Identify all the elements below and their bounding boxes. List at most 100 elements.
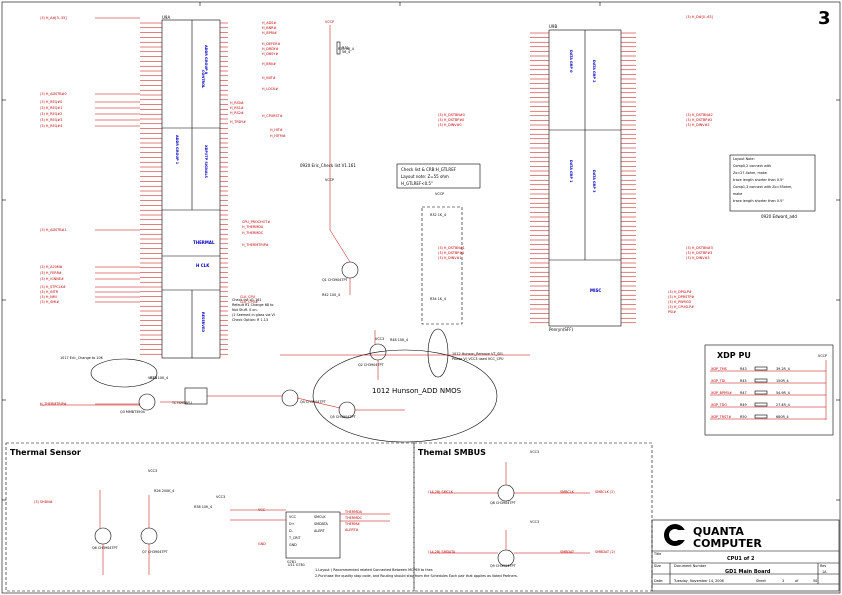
signal-label: H_LOCK# <box>262 87 278 91</box>
signal-label: H_DEFER# <box>262 42 280 46</box>
net-label-left: (3) H_INTR <box>40 290 59 294</box>
signal-label: H_ADS# <box>262 21 276 25</box>
note-eric-side: 1017 Eric_Change to 10K <box>60 356 104 360</box>
thermal-smbus-box <box>413 442 653 592</box>
smbus-label: (14,28) SMCLK <box>428 490 454 494</box>
title-label: Title <box>653 552 661 556</box>
u9b-group-data3: DATA GRP 3 <box>592 170 596 193</box>
component-label: R33 56_4 <box>338 47 354 51</box>
component-label: R34 1K_4 <box>430 297 446 301</box>
xdp-net: XDP_BPM5# <box>711 391 732 395</box>
svg-text:Document Number: Document Number <box>674 564 707 568</box>
transistor-q8 <box>497 484 515 502</box>
footnote-2: 2.Purchase the quality stop code, and Ro… <box>315 574 518 578</box>
smbus-label: (14,28) SMDATA <box>428 550 456 554</box>
company-name-2: COMPUTER <box>693 537 762 550</box>
svg-text:T_CRIT: T_CRIT <box>288 536 301 540</box>
smbus-label: SMBDAT (2) <box>595 550 616 554</box>
power-label: VCC3 <box>375 337 384 341</box>
power-label: VCCP <box>325 178 334 182</box>
svg-text:GND: GND <box>289 543 297 547</box>
net-label-right: (3) H_DSTBN#1 <box>438 246 465 250</box>
mid-note-line: 1012 Hunson_Remove VT_SEL <box>452 352 503 356</box>
signal-label: CLK_CPU <box>240 295 256 299</box>
net-label-right: (3) H_DSTBP#0 <box>438 118 464 122</box>
g781-chip <box>285 511 341 559</box>
net-label-left: (3) H_FERR# <box>40 271 62 275</box>
svg-text:Date:: Date: <box>654 579 663 583</box>
component-label: R32 1K_4 <box>430 213 446 217</box>
net-label-left: (3) H_REQ#3 <box>40 118 62 122</box>
svg-text:SMDATA: SMDATA <box>314 522 328 526</box>
net-label-right: (3) H_DSTBP#1 <box>438 251 464 255</box>
component-label: Q7 CH3904TPT <box>142 550 169 554</box>
u9b-ref: U9B <box>549 24 557 29</box>
u9b-footer: Penryn(SFF) <box>549 327 574 332</box>
u9a-group-reserved: RESERVED <box>201 312 205 332</box>
edward-note-line: trace length shorter than 0.5" <box>733 178 784 182</box>
highlight-ellipse-1 <box>90 358 158 388</box>
signal-label: H_RS1# <box>230 106 244 110</box>
note-eric-check: 0920 Eric_Check list V1.161 <box>300 163 356 168</box>
sensor-label: GND <box>258 542 266 546</box>
layout-note-line-1: Check list & CRB:H_GTLREF <box>401 167 457 172</box>
sensor-label: THERMDA <box>344 510 363 514</box>
signal-label: H_RS0# <box>230 101 244 105</box>
net-label-left: (3) H_IGNNE# <box>40 277 64 281</box>
signal-label: H_THERMDA <box>242 225 264 229</box>
component-label: Q1 CH3904TPT <box>322 278 349 282</box>
xdp-value: 150R_4 <box>776 379 789 383</box>
svg-text:Sheet: Sheet <box>756 579 766 583</box>
edward-note-box <box>729 154 816 212</box>
layout-note-line-2: Layout note: Z=55 ohm <box>401 174 449 179</box>
power-label: VCCP <box>818 354 827 358</box>
svg-text:TC7SH08FU: TC7SH08FU <box>171 401 192 405</box>
transistor-q1 <box>341 261 359 279</box>
signal-label: H_THERMTRIP# <box>242 243 269 247</box>
xdp-net: XDP_TRST# <box>711 415 731 419</box>
signal-label: H_BR0# <box>262 62 276 66</box>
u9b-group-data0: DATA GRP 0 <box>569 50 573 73</box>
highlight-ellipse-2 <box>312 349 498 443</box>
net-label-right: (3) H_DINV#3 <box>686 256 710 260</box>
component-label: Q6 CH3904TPT <box>92 546 119 550</box>
u9a-group-xdp: XDP/ITP SIGNALS <box>204 145 208 179</box>
net-label-left: (3) H_A#[3..35] <box>40 16 67 20</box>
xdp-value: 54.9R_4 <box>776 391 790 395</box>
power-label: VCC3 <box>148 469 157 473</box>
svg-text:56_4: 56_4 <box>342 50 350 54</box>
svg-text:Size: Size <box>654 564 661 568</box>
component-label: Q8 CH3904TPT <box>490 501 517 505</box>
xdp-value: 27.4R_4 <box>776 403 790 407</box>
xdp-ref: R45 <box>740 379 747 383</box>
u9b-group-misc: MISC <box>590 288 601 293</box>
smbus-label: SMBCLK (2) <box>595 490 615 494</box>
eric-note-line: (2 Seemed in glass via VI <box>232 313 275 317</box>
u9a-group-addr0: ADDR GROUP 0 <box>204 45 208 75</box>
svg-text:VCCP: VCCP <box>325 20 334 24</box>
company-name: QUANTA <box>693 525 744 538</box>
gtlref-box <box>421 206 463 325</box>
net-label-left: (3) H_ADSTB#1 <box>40 228 67 232</box>
net-label-left: H_THERMTRIP# <box>40 402 67 406</box>
svg-text:Rev: Rev <box>820 564 826 568</box>
net-label-right: (3) H_D#[0..63] <box>686 15 714 19</box>
signal-label: CLK_CPU# <box>240 300 258 304</box>
power-label: VCC3 <box>530 450 539 454</box>
layout-note-line-3: H_GTLREF<0.5" <box>401 181 433 186</box>
u9a-group-control: CONTROL <box>201 70 205 89</box>
note-edward-add: 0920 Edward_add <box>761 214 797 219</box>
component-label: R26 200K_4 <box>154 489 174 493</box>
svg-text:D+: D+ <box>289 522 295 526</box>
power-label: VCC3 <box>216 495 225 499</box>
xdp-net: XDP_TDI <box>711 379 725 383</box>
xdp-net: XDP_TDO <box>711 403 727 407</box>
smbus-label: SMBCLK <box>560 490 575 494</box>
signal-label: H_CPURST# <box>262 114 283 118</box>
sheet-number: 3 <box>782 579 784 583</box>
thermal-sensor-title: Thermal Sensor <box>10 448 81 457</box>
net-label-right: (3) H_PWRGD <box>668 300 692 304</box>
net-label-right: (3) H_DSTBN#0 <box>438 113 465 117</box>
net-label-right: PSI# <box>668 310 676 314</box>
